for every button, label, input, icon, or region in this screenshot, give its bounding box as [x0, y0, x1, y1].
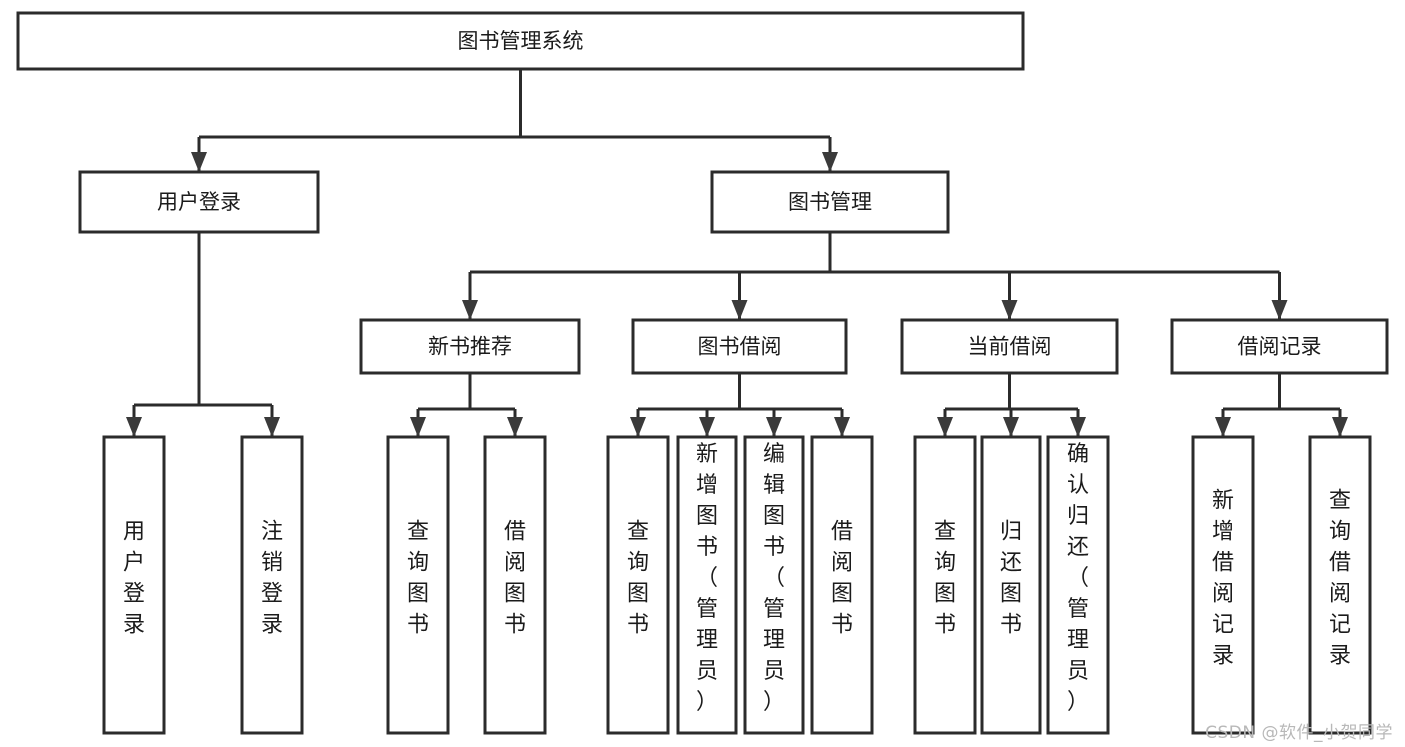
node-label: 用户登录 — [157, 190, 241, 214]
node-label: 编辑图书（管理员） — [763, 442, 785, 715]
arrow-head-icon — [699, 417, 715, 437]
arrow-head-icon — [630, 417, 646, 437]
watermark-label: CSDN @软件_小贺同学 — [1205, 723, 1393, 743]
node-leaf-add-borrow-record[interactable]: 新增借阅记录 — [1191, 435, 1255, 735]
node-box — [1308, 435, 1372, 735]
node-layer: 图书管理系统用户登录图书管理新书推荐图书借阅当前借阅借阅记录用户登录注销登录查询… — [16, 11, 1389, 735]
node-current-borrow[interactable]: 当前借阅 — [900, 318, 1119, 375]
node-box — [1191, 435, 1255, 735]
connector-group — [191, 69, 838, 172]
arrow-head-icon — [1003, 417, 1019, 437]
node-leaf-confirm-return-admin[interactable]: 确认归还（管理员） — [1046, 435, 1110, 735]
node-leaf-edit-book-admin[interactable]: 编辑图书（管理员） — [743, 435, 805, 735]
arrow-head-icon — [1332, 417, 1348, 437]
node-label: 新增借阅记录 — [1212, 489, 1234, 669]
node-box — [676, 435, 738, 735]
arrow-head-icon — [507, 417, 523, 437]
node-label: 确认归还（管理员） — [1067, 442, 1089, 715]
node-leaf-add-book-admin[interactable]: 新增图书（管理员） — [676, 435, 738, 735]
node-leaf-return-book[interactable]: 归还图书 — [980, 435, 1042, 735]
node-label: 新增图书（管理员） — [696, 442, 718, 715]
node-leaf-borrow-book-recommend[interactable]: 借阅图书 — [483, 435, 547, 735]
connector-group — [1215, 373, 1348, 437]
arrow-head-icon — [1271, 300, 1288, 320]
arrow-head-icon — [1070, 417, 1086, 437]
node-label: 图书借阅 — [698, 335, 782, 359]
node-box — [1046, 435, 1110, 735]
node-leaf-query-book-current[interactable]: 查询图书 — [913, 435, 977, 735]
node-box — [743, 435, 805, 735]
node-box — [102, 435, 166, 735]
node-label: 图书管理系统 — [458, 29, 584, 53]
node-box — [359, 318, 581, 375]
connector-group — [410, 373, 523, 437]
connector-group — [126, 232, 280, 437]
connector-group — [462, 232, 1288, 320]
node-label: 借阅图书 — [504, 520, 526, 638]
node-new-book-recommend[interactable]: 新书推荐 — [359, 318, 581, 375]
arrow-head-icon — [264, 417, 280, 437]
node-box — [606, 435, 670, 735]
node-box — [710, 170, 950, 234]
arrow-head-icon — [731, 300, 748, 320]
connector-group — [937, 373, 1086, 437]
node-label: 归还图书 — [1000, 520, 1022, 638]
node-book-management[interactable]: 图书管理 — [710, 170, 950, 234]
arrow-head-icon — [1001, 300, 1018, 320]
node-leaf-borrow-book[interactable]: 借阅图书 — [810, 435, 874, 735]
node-label: 新书推荐 — [428, 335, 512, 359]
node-label: 图书管理 — [788, 190, 872, 214]
arrow-head-icon — [937, 417, 953, 437]
node-box — [900, 318, 1119, 375]
node-box — [386, 435, 450, 735]
arrow-head-icon — [462, 300, 478, 320]
connector-group — [630, 373, 850, 437]
node-box — [1170, 318, 1389, 375]
node-label: 注销登录 — [261, 520, 283, 638]
node-box — [240, 435, 304, 735]
node-label: 借阅记录 — [1238, 335, 1322, 359]
arrow-head-icon — [126, 417, 142, 437]
arrow-head-icon — [822, 152, 838, 172]
node-label: 当前借阅 — [968, 335, 1052, 359]
node-book-borrow[interactable]: 图书借阅 — [631, 318, 848, 375]
node-root-root[interactable]: 图书管理系统 — [16, 11, 1025, 71]
node-leaf-query-book-recommend[interactable]: 查询图书 — [386, 435, 450, 735]
node-label: 用户登录 — [123, 520, 145, 638]
node-label: 查询图书 — [407, 520, 429, 638]
arrow-head-icon — [834, 417, 850, 437]
node-borrow-record[interactable]: 借阅记录 — [1170, 318, 1389, 375]
node-leaf-query-book-borrow[interactable]: 查询图书 — [606, 435, 670, 735]
node-box — [78, 170, 320, 234]
arrow-head-icon — [766, 417, 782, 437]
node-leaf-user-login[interactable]: 用户登录 — [102, 435, 166, 735]
connector-layer — [126, 69, 1348, 437]
node-box — [483, 435, 547, 735]
node-box — [16, 11, 1025, 71]
node-label: 查询图书 — [627, 520, 649, 638]
arrow-head-icon — [191, 152, 207, 172]
node-label: 查询图书 — [934, 520, 956, 638]
node-box — [913, 435, 977, 735]
node-user-login[interactable]: 用户登录 — [78, 170, 320, 234]
node-label: 借阅图书 — [831, 520, 853, 638]
node-leaf-query-borrow-record[interactable]: 查询借阅记录 — [1308, 435, 1372, 735]
node-leaf-logout[interactable]: 注销登录 — [240, 435, 304, 735]
node-box — [631, 318, 848, 375]
node-box — [810, 435, 874, 735]
node-label: 查询借阅记录 — [1329, 489, 1351, 669]
arrow-head-icon — [410, 417, 426, 437]
arrow-head-icon — [1215, 417, 1231, 437]
node-box — [980, 435, 1042, 735]
